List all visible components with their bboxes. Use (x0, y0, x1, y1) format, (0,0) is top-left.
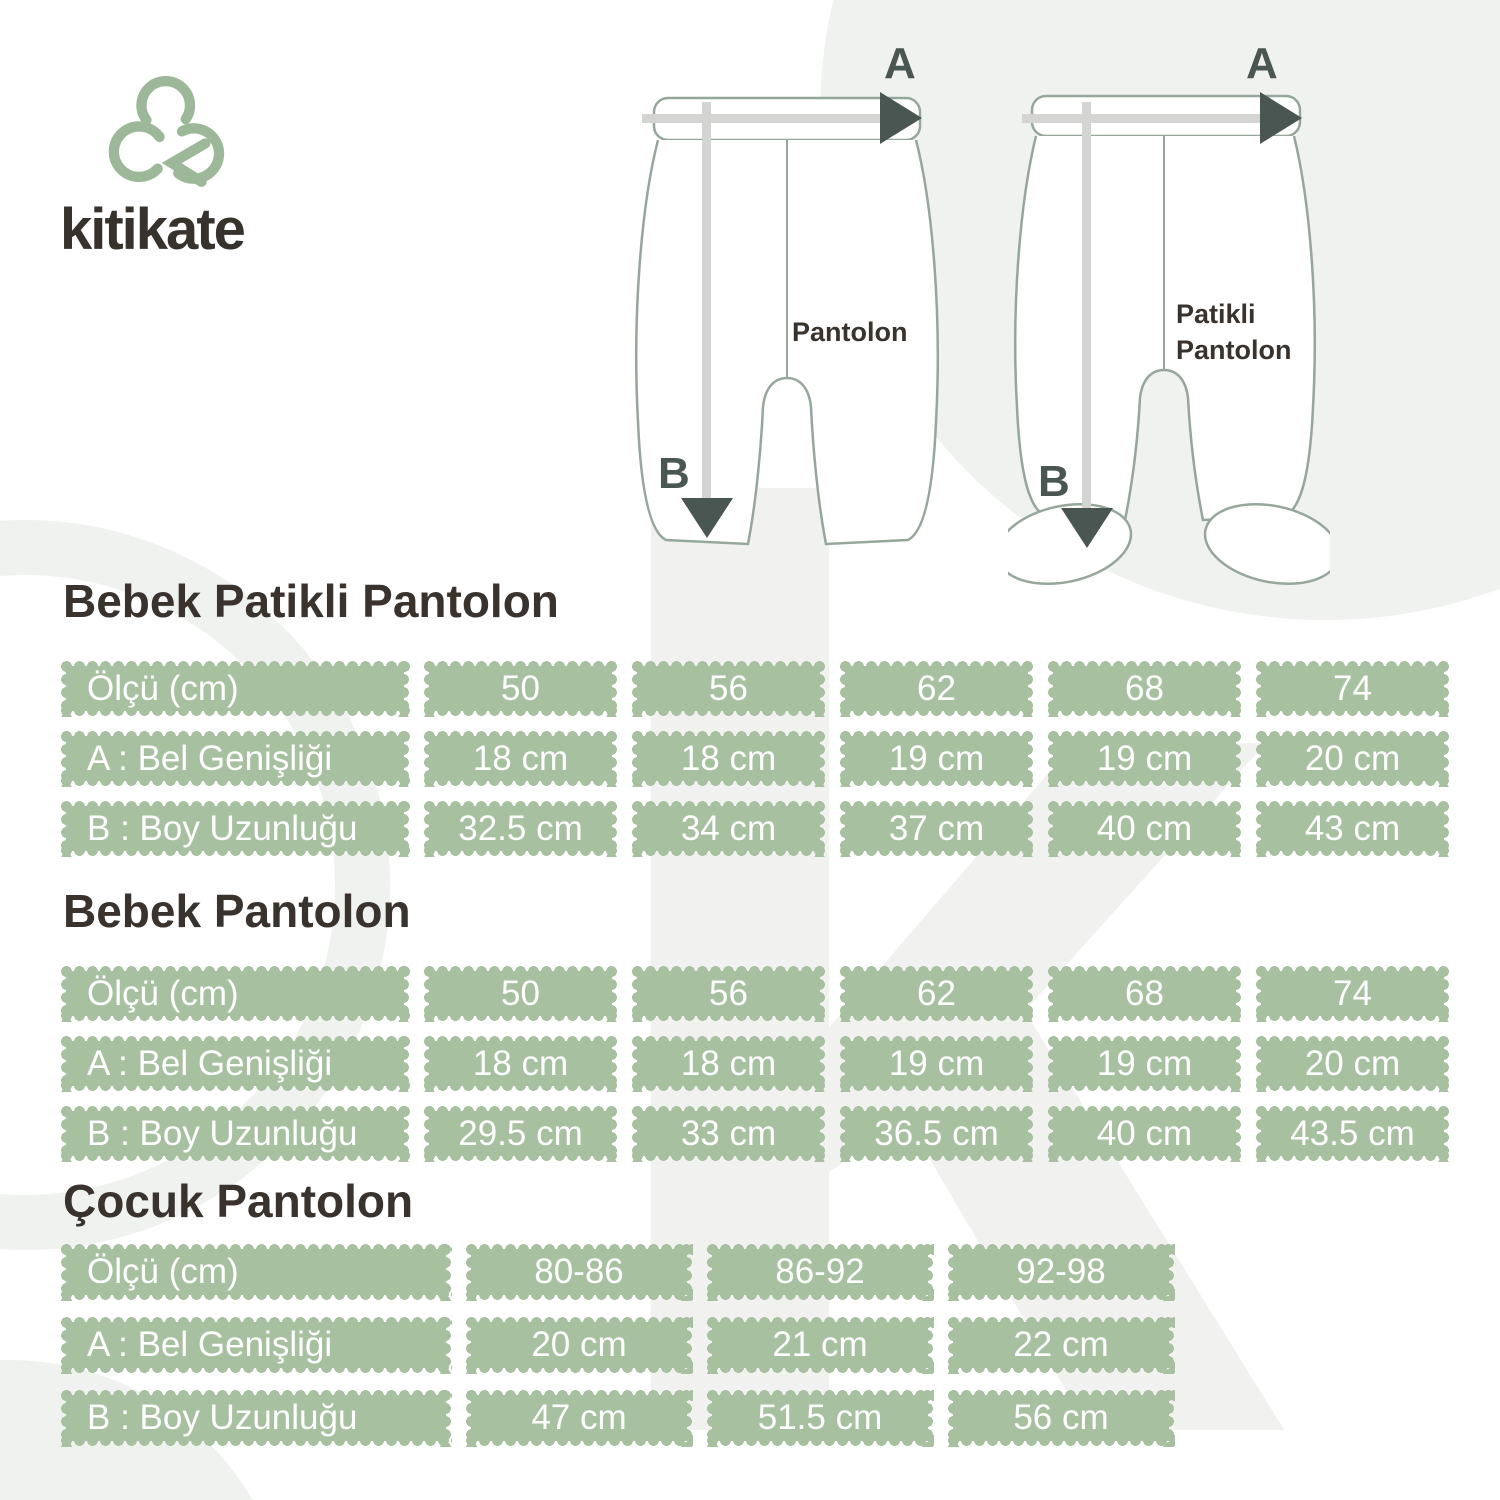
size-cell: 50 (423, 965, 618, 1022)
value-cell: 40 cm (1047, 800, 1242, 857)
value-cell: 43.5 cm (1255, 1105, 1450, 1162)
size-cell: 74 (1255, 965, 1450, 1022)
value-cell: 21 cm (706, 1316, 934, 1374)
footed-pants-label: Patikli Pantolon (1176, 296, 1292, 369)
table-row-length: B : Boy Uzunluğu 29.5 cm 33 cm 36.5 cm 4… (60, 1105, 1450, 1162)
table-bebek-pantolon: Bebek Pantolon Ölçü (cm) 50 56 62 68 74 … (60, 888, 1452, 1178)
row-label-cell: A : Bel Genişliği (60, 1035, 410, 1092)
value-cell: 22 cm (947, 1316, 1175, 1374)
arrow-a-icon (1260, 92, 1302, 144)
size-cell: 68 (1047, 660, 1242, 717)
value-cell: 33 cm (631, 1105, 826, 1162)
value-cell: 36.5 cm (839, 1105, 1034, 1162)
header-label-cell: Ölçü (cm) (60, 660, 410, 717)
row-label-cell: B : Boy Uzunluğu (60, 800, 410, 857)
size-cell: 74 (1255, 660, 1450, 717)
table-row-length: B : Boy Uzunluğu 32.5 cm 34 cm 37 cm 40 … (60, 800, 1450, 857)
size-cell: 50 (423, 660, 618, 717)
header-label-cell: Ölçü (cm) (60, 1243, 452, 1301)
size-cell: 56 (631, 965, 826, 1022)
value-cell: 18 cm (631, 1035, 826, 1092)
table-row-waist: A : Bel Genişliği 18 cm 18 cm 19 cm 19 c… (60, 730, 1450, 787)
value-cell: 51.5 cm (706, 1389, 934, 1447)
row-label-cell: B : Boy Uzunluğu (60, 1105, 410, 1162)
value-cell: 37 cm (839, 800, 1034, 857)
size-cell: 56 (631, 660, 826, 717)
size-cell: 62 (839, 965, 1034, 1022)
value-cell: 18 cm (423, 1035, 618, 1092)
arrow-b-icon (1061, 508, 1113, 548)
value-cell: 18 cm (631, 730, 826, 787)
table-row-waist: A : Bel Genişliği 20 cm 21 cm 22 cm (60, 1316, 1175, 1374)
measure-line-b (1082, 102, 1091, 510)
value-cell: 20 cm (1255, 1035, 1450, 1092)
value-cell: 19 cm (839, 1035, 1034, 1092)
table-row-waist: A : Bel Genişliği 18 cm 18 cm 19 cm 19 c… (60, 1035, 1450, 1092)
kitikate-cotton-logo-icon (108, 76, 225, 187)
table-title: Çocuk Pantolon (63, 1175, 414, 1227)
value-cell: 19 cm (1047, 730, 1242, 787)
size-cell: 62 (839, 660, 1034, 717)
value-cell: 56 cm (947, 1389, 1175, 1447)
table-header-row: Ölçü (cm) 50 56 62 68 74 (60, 965, 1450, 1022)
brand-wordmark: kitikate (60, 197, 246, 262)
measure-line-a (1022, 114, 1262, 123)
row-label-cell: A : Bel Genişliği (60, 1316, 452, 1374)
size-cell: 80-86 (465, 1243, 693, 1301)
table-title: Bebek Patikli Pantolon (63, 575, 559, 627)
measure-line-b (702, 102, 711, 500)
value-cell: 47 cm (465, 1389, 693, 1447)
size-cell: 86-92 (706, 1243, 934, 1301)
table-title: Bebek Pantolon (63, 885, 411, 937)
measure-label-a: A (1246, 39, 1278, 88)
row-label-cell: A : Bel Genişliği (60, 730, 410, 787)
table-row-length: B : Boy Uzunluğu 47 cm 51.5 cm 56 cm (60, 1389, 1175, 1447)
footed-pants-label-line1: Patikli (1176, 299, 1256, 329)
table-bebek-patikli-pantolon: Bebek Patikli Pantolon Ölçü (cm) 50 56 6… (60, 578, 1452, 868)
size-cell: 68 (1047, 965, 1242, 1022)
value-cell: 40 cm (1047, 1105, 1242, 1162)
arrow-a-icon (880, 92, 922, 144)
value-cell: 43 cm (1255, 800, 1450, 857)
size-cell: 92-98 (947, 1243, 1175, 1301)
measure-label-b: B (1038, 457, 1070, 506)
arrow-b-icon (681, 498, 733, 538)
value-cell: 20 cm (465, 1316, 693, 1374)
value-cell: 19 cm (1047, 1035, 1242, 1092)
value-cell: 18 cm (423, 730, 618, 787)
header-label-cell: Ölçü (cm) (60, 965, 410, 1022)
value-cell: 19 cm (839, 730, 1034, 787)
measure-label-a: A (884, 39, 916, 88)
value-cell: 34 cm (631, 800, 826, 857)
value-cell: 20 cm (1255, 730, 1450, 787)
value-cell: 29.5 cm (423, 1105, 618, 1162)
table-header-row: Ölçü (cm) 80-86 86-92 92-98 (60, 1243, 1175, 1301)
measure-line-a (642, 114, 882, 123)
value-cell: 32.5 cm (423, 800, 618, 857)
footed-pants-label-line2: Pantolon (1176, 335, 1292, 366)
row-label-cell: B : Boy Uzunluğu (60, 1389, 452, 1447)
table-cocuk-pantolon: Çocuk Pantolon Ölçü (cm) 80-86 86-92 92-… (60, 1178, 1452, 1458)
measure-label-b: B (658, 449, 690, 498)
pants-label: Pantolon (792, 317, 908, 347)
table-header-row: Ölçü (cm) 50 56 62 68 74 (60, 660, 1450, 717)
